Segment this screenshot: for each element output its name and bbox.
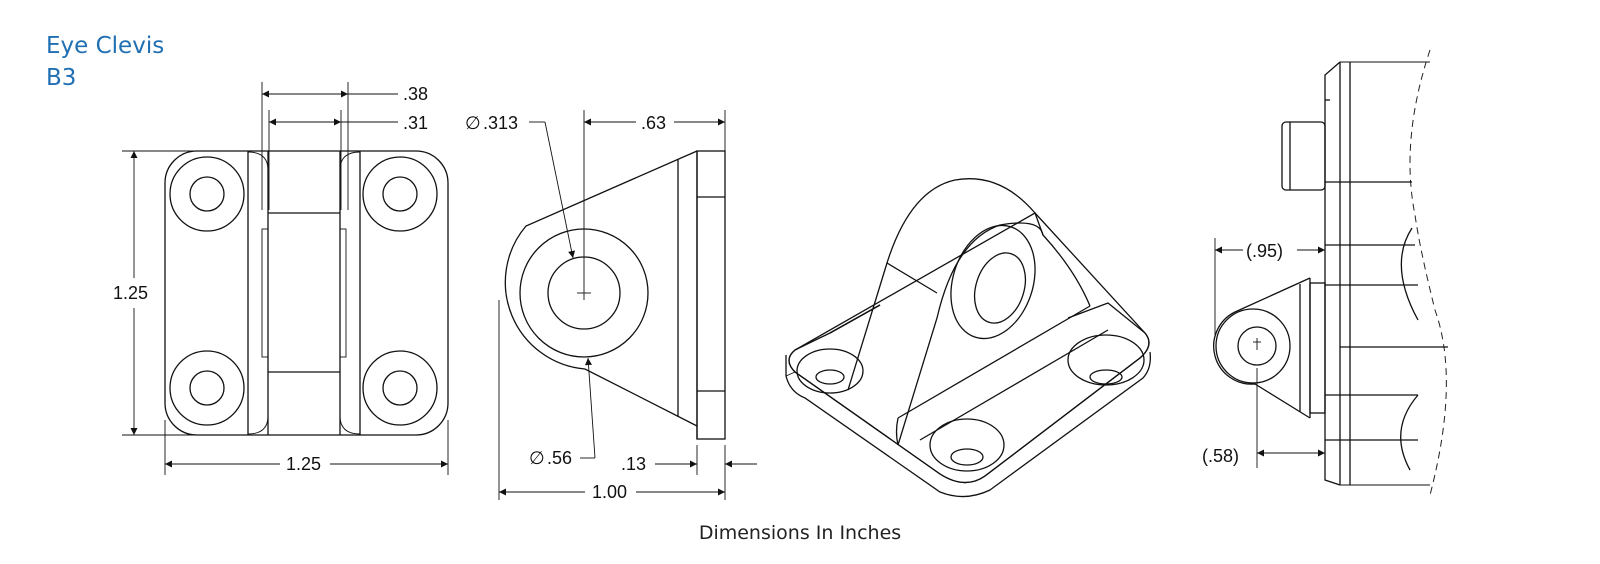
drawing-title-name: Eye Clevis [46, 33, 165, 59]
detail-view: (.95) (.58) [1202, 49, 1448, 496]
front-view: .38 .31 1.25 1.25 [113, 82, 449, 475]
dim-side-top: .63 [641, 113, 666, 133]
dim-side-hole-dia-symbol: ∅ [465, 113, 481, 133]
dim-detail-offset-value: .95 [1252, 241, 1277, 261]
dim-side-boss-dia-symbol: ∅ [529, 448, 545, 468]
isometric-view [785, 178, 1151, 498]
dim-side-flange: .13 [621, 454, 646, 474]
dim-side-boss-dia: .56 [547, 448, 572, 468]
dim-front-top-inner: .31 [403, 113, 428, 133]
units-caption: Dimensions In Inches [698, 522, 902, 544]
dim-detail-hole: (.58) [1202, 446, 1239, 466]
dim-side-width: 1.00 [592, 482, 627, 502]
dim-front-height: 1.25 [113, 283, 148, 303]
dim-detail-hole-value: .58 [1208, 446, 1233, 466]
dim-front-top-outer: .38 [403, 84, 428, 104]
drawing-title-code: B3 [46, 65, 77, 91]
dim-side-hole-dia: .313 [483, 113, 518, 133]
dim-front-width: 1.25 [286, 454, 321, 474]
dim-detail-offset: (.95) [1246, 241, 1283, 261]
side-view: ∅ .313 .63 ∅ .56 .13 1.00 [465, 110, 757, 502]
